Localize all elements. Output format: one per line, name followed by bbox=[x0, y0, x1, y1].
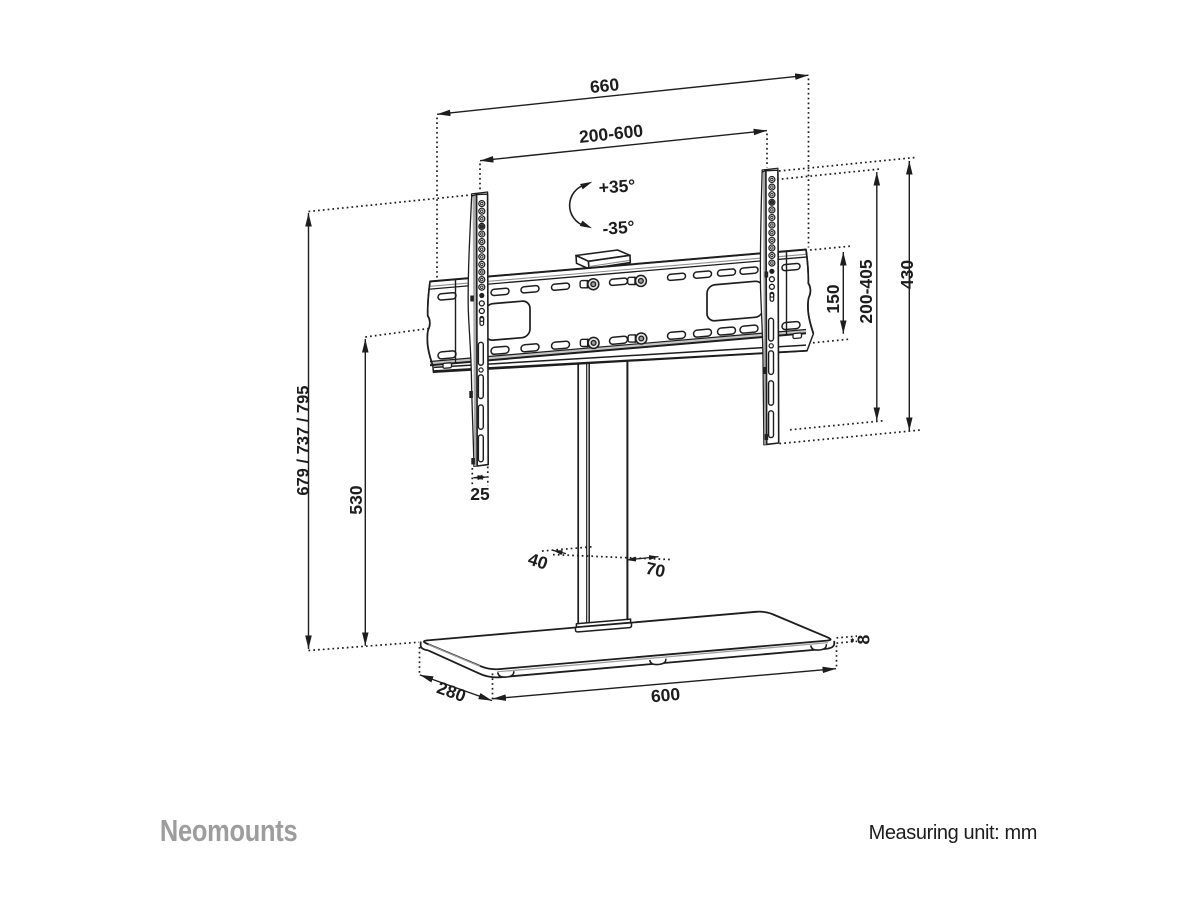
svg-text:25: 25 bbox=[470, 484, 490, 504]
svg-text:200-405: 200-405 bbox=[856, 259, 876, 323]
svg-text:+35°: +35° bbox=[598, 175, 636, 198]
svg-text:660: 660 bbox=[589, 74, 620, 97]
svg-text:679 / 737 / 795: 679 / 737 / 795 bbox=[295, 386, 313, 496]
svg-text:530: 530 bbox=[346, 485, 366, 514]
svg-text:Neomounts: Neomounts bbox=[160, 814, 298, 849]
svg-text:600: 600 bbox=[650, 684, 681, 706]
svg-text:8: 8 bbox=[854, 634, 874, 644]
svg-text:-35°: -35° bbox=[602, 217, 636, 239]
svg-text:150: 150 bbox=[823, 284, 843, 313]
svg-text:Measuring unit: mm: Measuring unit: mm bbox=[869, 822, 1037, 844]
svg-text:280: 280 bbox=[434, 677, 469, 706]
svg-text:40: 40 bbox=[526, 549, 551, 574]
svg-text:430: 430 bbox=[897, 260, 917, 289]
svg-text:200-600: 200-600 bbox=[578, 120, 644, 147]
svg-text:70: 70 bbox=[644, 558, 667, 582]
